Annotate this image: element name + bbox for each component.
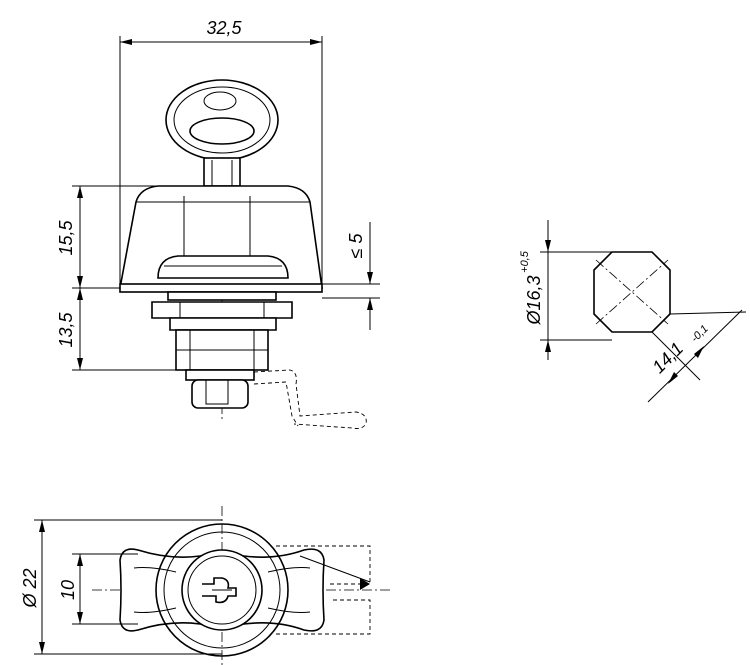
key bbox=[165, 79, 279, 187]
key-slot bbox=[202, 577, 237, 604]
dim-square-diameter-label: Ø16,3 bbox=[524, 275, 544, 325]
dim-front-height-label: 10 bbox=[58, 580, 78, 600]
side-view: 32,5 15,5 13,5 ≤ 5 bbox=[56, 18, 380, 429]
dim-front-diameter-label: Ø 22 bbox=[20, 568, 40, 608]
hex-nut bbox=[151, 291, 293, 331]
dim-square-across-tol: -0,1 bbox=[689, 323, 711, 345]
dim-square-diameter-tol: +0,5 bbox=[519, 250, 531, 273]
cam-outline bbox=[253, 369, 367, 429]
dim-max-depth-label: ≤ 5 bbox=[346, 233, 366, 259]
dim-height-upper: 15,5 bbox=[56, 185, 158, 289]
dim-height-upper-label: 15,5 bbox=[56, 220, 76, 256]
dim-width-top: 32,5 bbox=[119, 18, 323, 288]
square-detail: Ø16,3 +0,5 14,1 -0,1 bbox=[519, 220, 747, 403]
front-view: Ø 22 10 bbox=[20, 506, 392, 665]
dim-square-across-label: 14,1 bbox=[648, 338, 687, 377]
dim-height-lower: 13,5 bbox=[56, 288, 176, 371]
dim-height-lower-label: 13,5 bbox=[56, 312, 76, 348]
cylinder-body bbox=[175, 329, 269, 409]
dim-max-depth: ≤ 5 bbox=[322, 222, 380, 330]
dim-width-top-label: 32,5 bbox=[206, 18, 242, 38]
